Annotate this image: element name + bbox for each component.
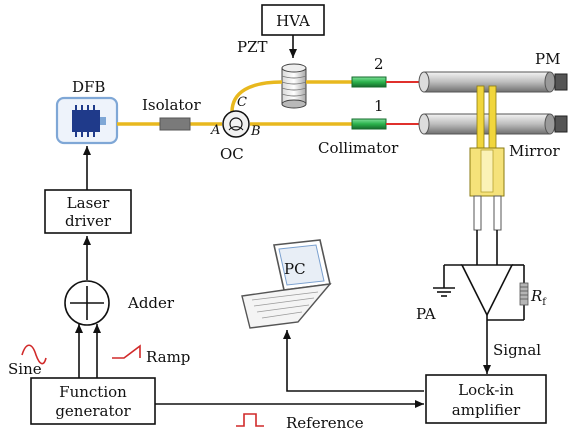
mirror-label: Mirror [509, 142, 561, 160]
collimator-2 [351, 76, 387, 88]
dfb-laser [55, 96, 119, 145]
rf-main: R [530, 287, 542, 305]
lockin-amplifier-block: Lock-in amplifier [425, 374, 547, 424]
preamplifier [433, 230, 525, 321]
isolator-label: Isolator [142, 96, 201, 114]
port-a-label: A [210, 123, 220, 138]
reference-label: Reference [286, 414, 364, 432]
collimator-1 [351, 118, 387, 130]
pc-laptop [241, 239, 332, 329]
reference-pulse-icon [236, 413, 264, 427]
mirror [554, 115, 568, 133]
pzt-cylinder [281, 63, 307, 109]
isolator [159, 117, 191, 131]
rf-sub: f [542, 297, 547, 308]
pa-label: PA [416, 305, 436, 323]
ramp-label: Ramp [146, 348, 190, 366]
function-gen-line1: Function [59, 383, 127, 401]
sine-wave-icon [21, 344, 47, 365]
arm-1-label: 1 [374, 97, 384, 115]
laser-driver-block: Laser driver [44, 189, 132, 234]
collimator-label: Collimator [318, 139, 399, 157]
signal-label: Signal [493, 341, 541, 359]
resonator-tubes [469, 85, 505, 231]
pm-label: PM [535, 50, 560, 68]
function-generator-block: Function generator [30, 377, 156, 425]
port-b-label: B [250, 124, 261, 139]
dfb-chip [72, 110, 100, 132]
pa-cell-arm-2 [418, 71, 556, 93]
adder [64, 280, 110, 326]
lockin-to-pc-arrow [283, 330, 424, 392]
dfb-label: DFB [72, 78, 105, 96]
power-meter [554, 73, 568, 91]
ramp-wave-icon [112, 344, 141, 359]
lockin-line1: Lock-in [458, 381, 514, 399]
fiber-oc-pzt [230, 80, 283, 113]
function-gen-line2: generator [55, 402, 131, 420]
rf-label: Rf [530, 287, 547, 308]
feedback-resistor [519, 282, 529, 306]
oc-label: OC [220, 145, 244, 163]
pzt-label: PZT [237, 38, 268, 56]
hva-block: HVA [261, 4, 325, 36]
hva-label: HVA [276, 12, 310, 30]
optical-circulator [222, 110, 250, 138]
pa-cell-arm-1 [418, 113, 556, 135]
lockin-line2: amplifier [452, 401, 521, 419]
laser-driver-line1: Laser [67, 194, 110, 212]
pc-label: PC [284, 260, 306, 278]
laser-driver-line2: driver [65, 212, 112, 230]
port-c-label: C [237, 95, 247, 110]
arm-2-label: 2 [374, 55, 384, 73]
sine-label: Sine [8, 360, 42, 378]
adder-label: Adder [127, 294, 175, 312]
